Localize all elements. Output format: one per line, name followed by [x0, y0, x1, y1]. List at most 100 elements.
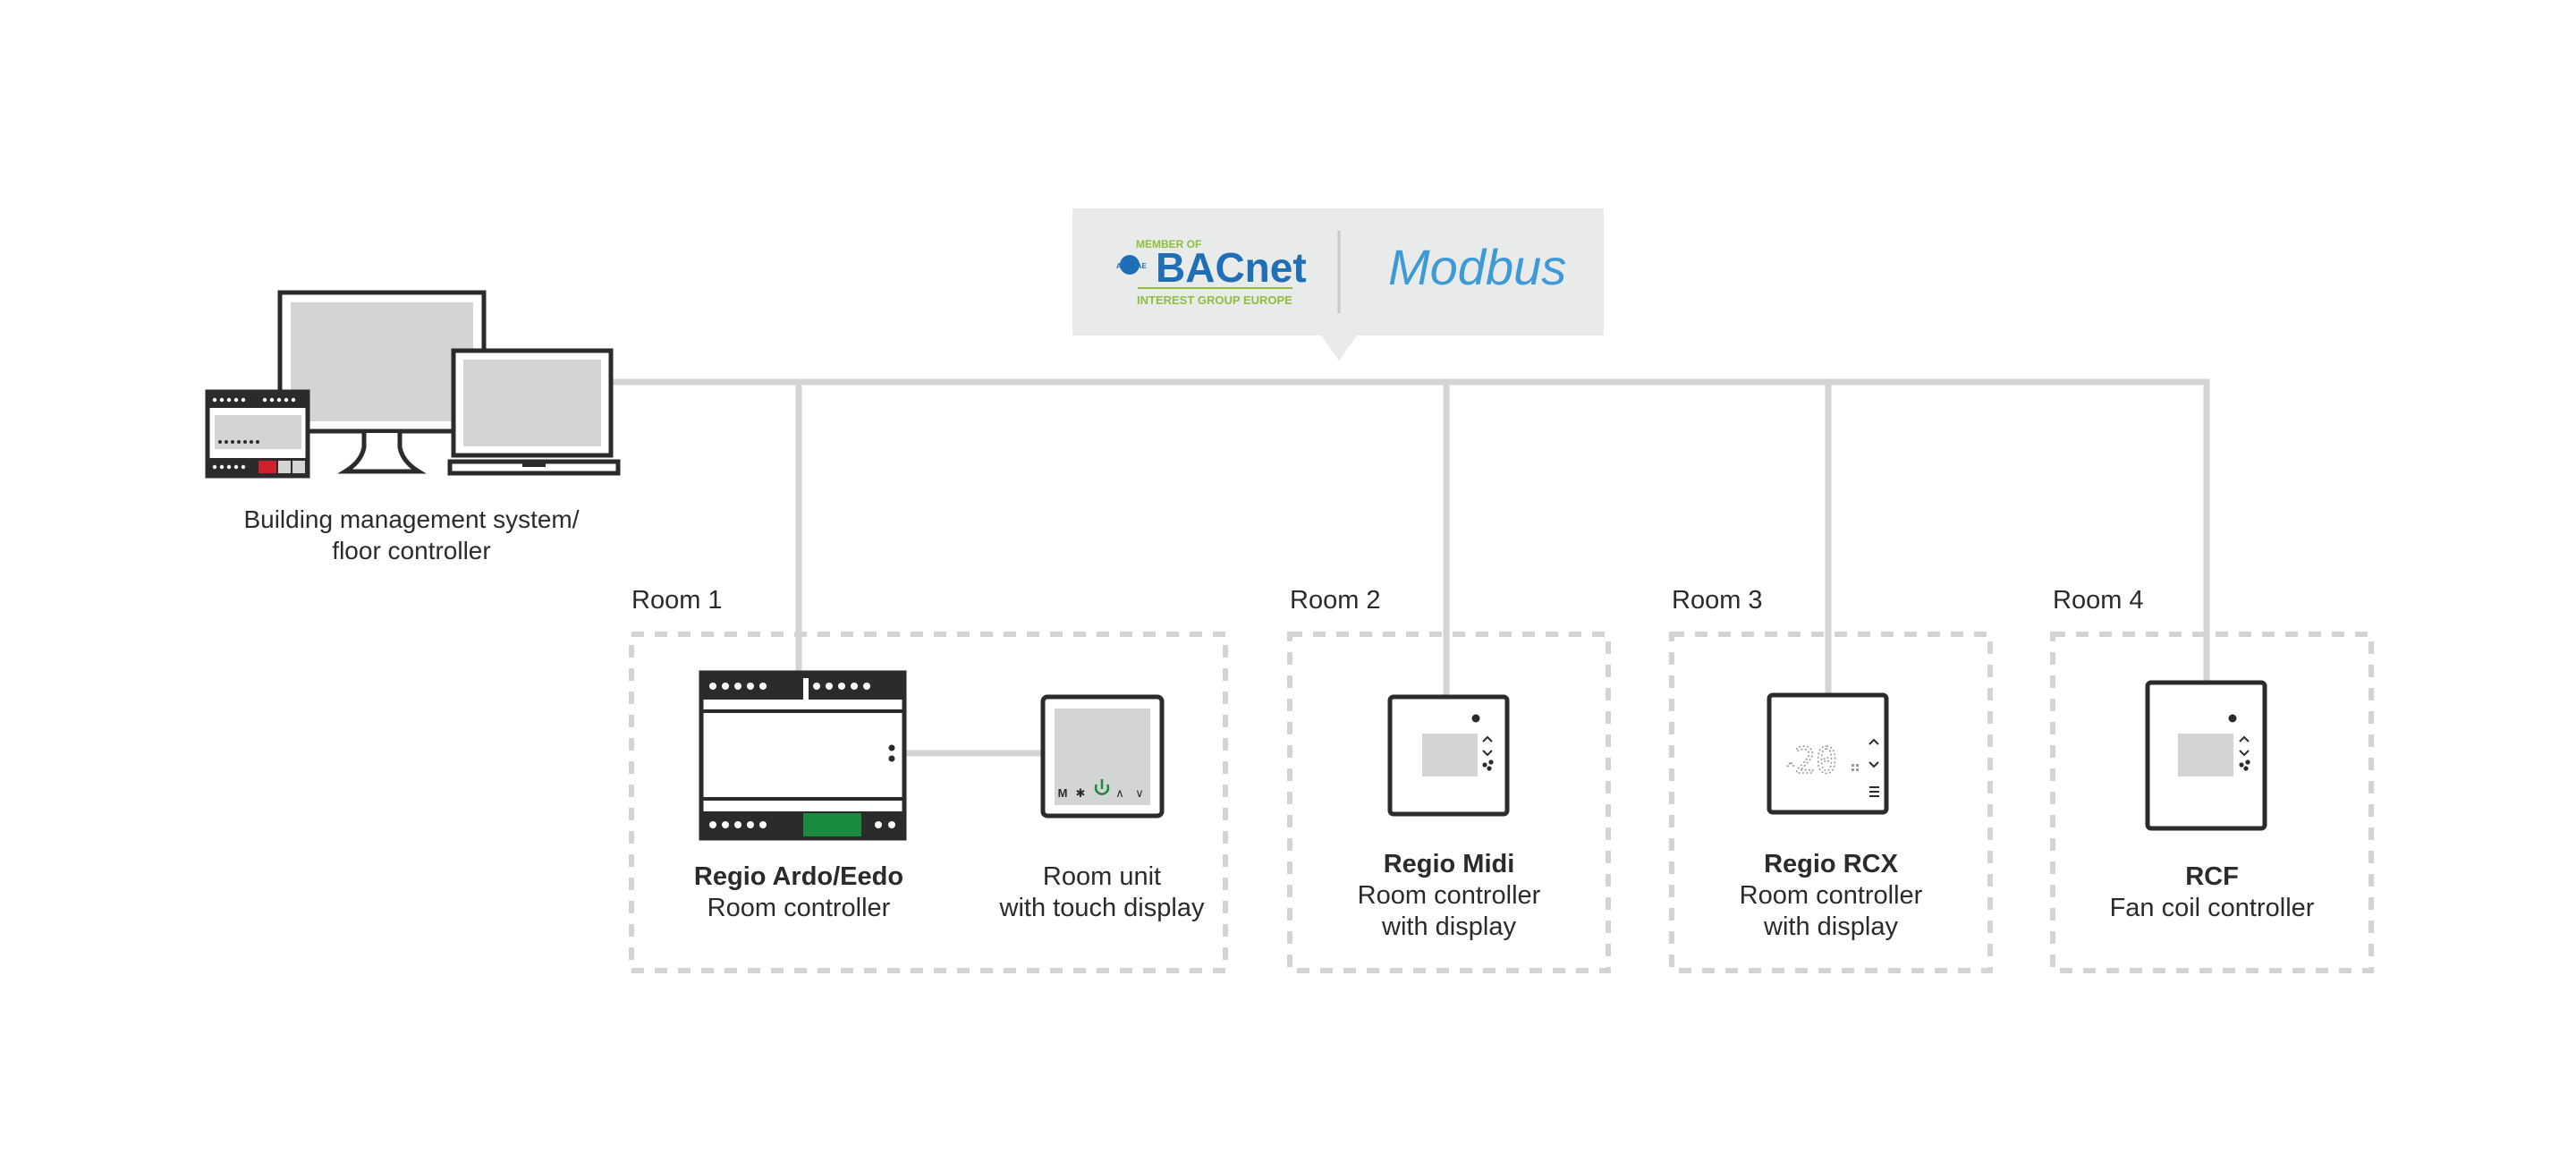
- terminal-dot: [226, 397, 232, 403]
- terminal-dot: [237, 440, 241, 444]
- terminal-dot: [241, 397, 246, 403]
- terminal-dot: [813, 683, 820, 690]
- terminal-dot: [888, 821, 895, 828]
- room4-box: [2050, 632, 2374, 973]
- bms-screen-dots: [218, 440, 259, 444]
- regio-midi-name: Regio Midi: [1383, 850, 1515, 878]
- regio-rcx-desc1: Room controller: [1739, 881, 1923, 910]
- rcx-caret-icon: [1786, 760, 1795, 768]
- terminal-dot: [826, 683, 833, 690]
- floor-controller-icon: [205, 389, 310, 479]
- room1-label: Room 1: [631, 586, 723, 615]
- terminal-dot: [212, 397, 217, 403]
- regio-midi-device: [1387, 694, 1510, 817]
- rcf-fan-icon: [2239, 759, 2250, 771]
- terminal-dot: [759, 683, 767, 690]
- room2-box: [1287, 632, 1611, 973]
- rcf-desc1: Fan coil controller: [2109, 894, 2315, 922]
- terminal-dot: [838, 683, 845, 690]
- midi-fan-icon: [1482, 759, 1494, 771]
- bacnet-wordmark: BACnet: [1156, 244, 1307, 291]
- ardo-bottom-terminals: [709, 821, 895, 828]
- terminal-dot: [709, 683, 716, 690]
- ashrae-text: ASHRAE: [1116, 262, 1147, 270]
- terminal-dot: [212, 464, 217, 470]
- up-arrow-icon: ∧: [1115, 787, 1124, 801]
- terminal-dot: [276, 397, 282, 403]
- ashrae-seal-icon: [1120, 255, 1140, 275]
- terminal-dot: [241, 464, 246, 470]
- terminal-dot: [747, 683, 754, 690]
- green-terminal-block: [803, 813, 861, 836]
- terminal-dot: [256, 440, 259, 444]
- bacnet-logo: MEMBER OF ASHRAE BACnet INTEREST GROUP E…: [1116, 238, 1307, 307]
- regio-rcx-device: 20: [1767, 692, 1889, 815]
- terminal-dot: [863, 683, 870, 690]
- terminal-dot: [218, 440, 222, 444]
- laptop-trackpad: [522, 463, 546, 467]
- power-icon: [1094, 779, 1110, 795]
- room-unit-desc2: with touch display: [999, 894, 1205, 922]
- terminal-dot: [291, 397, 296, 403]
- room3-box: [1669, 632, 1993, 973]
- regio-ardo-desc: Room controller: [707, 894, 891, 922]
- ardo-top-terminals: [709, 683, 870, 690]
- rcx-display-value: 20: [1794, 741, 1837, 782]
- bms-icon: [205, 290, 621, 479]
- bms-label-line2: floor controller: [332, 537, 490, 564]
- terminal-dot: [269, 397, 275, 403]
- rcf-display: [2178, 734, 2233, 776]
- midi-up-icon: [1482, 735, 1493, 742]
- bms-top-terminals: [212, 397, 296, 403]
- terminal-dot: [851, 683, 858, 690]
- laptop-screen: [463, 360, 601, 446]
- room2-label: Room 2: [1290, 586, 1381, 615]
- fan-icon: ✱: [1076, 787, 1086, 801]
- terminal-dot: [231, 440, 234, 444]
- terminal-dot: [284, 397, 289, 403]
- rcf-name: RCF: [2185, 862, 2239, 891]
- terminal-dot: [709, 821, 716, 828]
- protocol-callout: MEMBER OF ASHRAE BACnet INTEREST GROUP E…: [1072, 208, 1604, 361]
- bms-label-line1: Building management system/: [243, 505, 579, 533]
- rcx-up-icon: [1868, 738, 1879, 745]
- room3-label: Room 3: [1672, 586, 1763, 615]
- terminal-dot: [233, 397, 239, 403]
- modbus-label: Modbus: [1388, 239, 1566, 295]
- terminal-dot: [226, 464, 232, 470]
- regio-ardo-name: Regio Ardo/Eedo: [693, 862, 904, 891]
- desktop-stand: [337, 433, 427, 474]
- terminal-dot: [722, 821, 729, 828]
- bacnet-member-text: MEMBER OF: [1136, 238, 1201, 250]
- bms-bottom-terminals: [212, 464, 246, 470]
- room4-label: Room 4: [2053, 586, 2144, 615]
- midi-display: [1422, 734, 1478, 776]
- room-unit-touch-device: M ✱ ∧ ∨: [1040, 694, 1165, 819]
- terminal-dot: [250, 440, 253, 444]
- rcf-device: [2145, 680, 2267, 831]
- midi-down-icon: [1482, 750, 1493, 757]
- regio-midi-desc2: with display: [1382, 912, 1516, 941]
- room-unit-desc1: Room unit: [1042, 862, 1162, 891]
- terminal-dot: [243, 440, 247, 444]
- regio-ardo-device: [699, 670, 907, 841]
- terminal-dot: [759, 821, 767, 828]
- room-boxes: [629, 632, 2374, 973]
- bus-lines: [608, 378, 2210, 757]
- terminal-dot: [734, 821, 741, 828]
- terminal-dot: [219, 397, 225, 403]
- rcx-menu-icon: [1869, 786, 1879, 797]
- down-arrow-icon: ∨: [1135, 787, 1144, 801]
- callout-pointer: [1321, 335, 1357, 361]
- regio-rcx-desc2: with display: [1764, 912, 1898, 941]
- terminal-dot: [722, 683, 729, 690]
- terminal-dot: [219, 464, 225, 470]
- rcf-up-icon: [2239, 735, 2250, 742]
- key-mode: M: [1058, 786, 1068, 800]
- regio-rcx-name: Regio RCX: [1764, 850, 1898, 878]
- regio-midi-desc1: Room controller: [1357, 881, 1541, 910]
- terminal-dot: [734, 683, 741, 690]
- terminal-dot: [225, 440, 228, 444]
- rcf-down-icon: [2239, 750, 2250, 757]
